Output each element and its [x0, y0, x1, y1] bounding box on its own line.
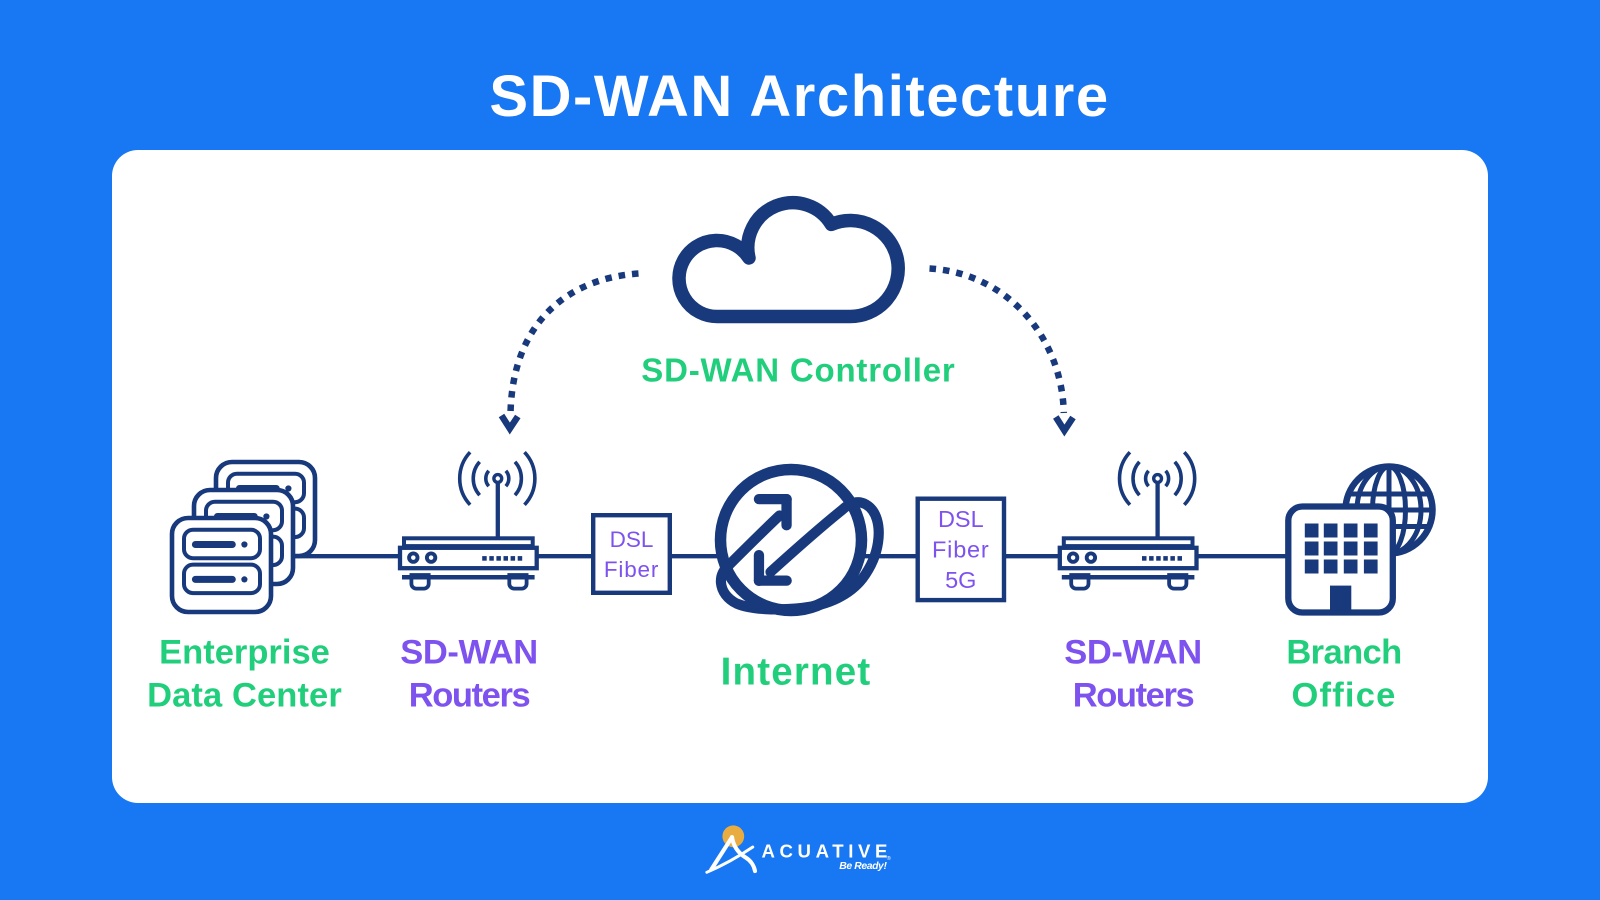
svg-text:SD-WAN: SD-WAN: [400, 633, 538, 671]
svg-text:Routers: Routers: [409, 677, 530, 715]
svg-text:SD-WAN Architecture: SD-WAN Architecture: [489, 64, 1109, 129]
svg-text:Office: Office: [1292, 677, 1397, 715]
svg-text:Fiber: Fiber: [932, 537, 990, 563]
svg-text:SD-WAN: SD-WAN: [1064, 633, 1202, 671]
svg-text:5G: 5G: [945, 567, 976, 593]
svg-text:Branch: Branch: [1286, 633, 1401, 671]
svg-text:Be Ready!: Be Ready!: [839, 861, 887, 872]
svg-text:Enterprise: Enterprise: [159, 633, 330, 671]
svg-text:Fiber: Fiber: [604, 557, 659, 582]
svg-text:SD-WAN Controller: SD-WAN Controller: [641, 352, 955, 389]
svg-text:DSL: DSL: [610, 527, 654, 552]
svg-text:Data Center: Data Center: [147, 677, 342, 715]
svg-text:®: ®: [887, 855, 891, 862]
svg-text:Internet: Internet: [721, 650, 872, 693]
svg-text:ACUATIVE: ACUATIVE: [762, 841, 892, 862]
svg-text:DSL: DSL: [938, 506, 984, 532]
svg-text:Routers: Routers: [1073, 677, 1194, 715]
